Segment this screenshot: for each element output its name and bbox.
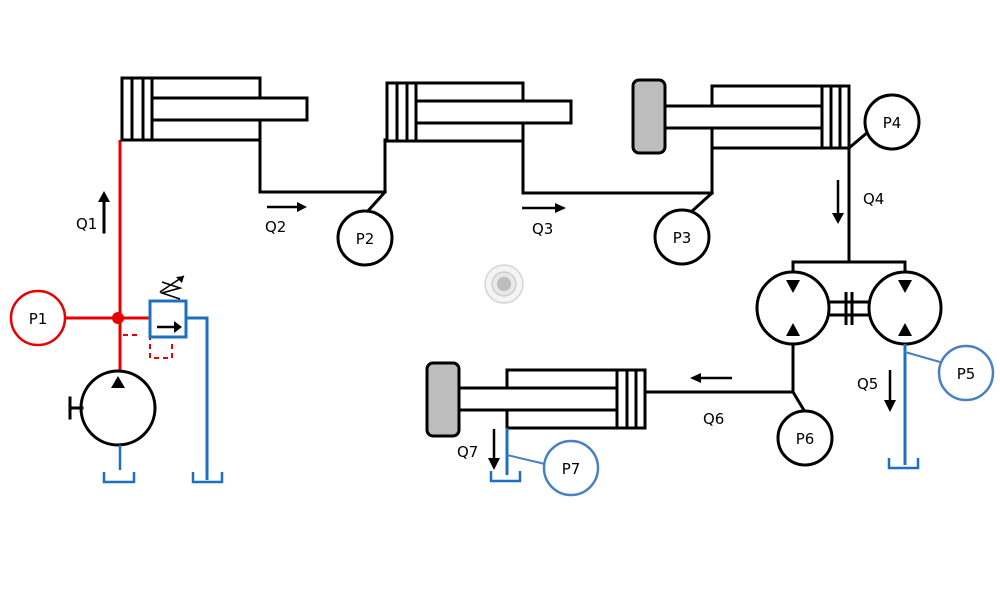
cylinder-2 <box>385 81 573 143</box>
svg-text:P5: P5 <box>957 365 976 383</box>
relief-valve <box>148 275 188 339</box>
cylinder-1 <box>120 76 309 142</box>
svg-text:Q3: Q3 <box>532 220 553 238</box>
shaft-coupling <box>827 292 871 325</box>
flow-q1: Q1 <box>76 191 110 234</box>
line-motor-c4: Q6 <box>643 342 808 428</box>
svg-text:P1: P1 <box>29 310 48 328</box>
svg-text:Q6: Q6 <box>703 410 724 428</box>
svg-text:Q7: Q7 <box>457 443 478 461</box>
rod-end-block <box>425 361 461 438</box>
hydraulic-motor-left <box>755 270 831 346</box>
junction-node <box>112 312 124 324</box>
line-c2-c3: Q3 <box>521 139 715 238</box>
rod-end-block <box>631 78 667 155</box>
gauge-p7: P7 <box>542 439 600 497</box>
svg-text:P7: P7 <box>562 460 581 478</box>
svg-text:Q5: Q5 <box>857 375 878 393</box>
gauge-p1: P1 <box>9 289 67 347</box>
svg-text:P6: P6 <box>796 430 815 448</box>
svg-text:P3: P3 <box>673 229 692 247</box>
pump-symbol <box>68 369 157 447</box>
return-line-right: Q5 <box>857 344 941 470</box>
tank-symbol <box>191 472 224 484</box>
pressure-line <box>64 140 173 375</box>
return-line-left <box>102 316 224 484</box>
gauge-p4: P4 <box>863 93 921 151</box>
svg-text:Q4: Q4 <box>863 190 884 208</box>
return-line-c4: Q7 <box>457 428 546 483</box>
svg-text:Q2: Q2 <box>265 218 286 236</box>
svg-text:P4: P4 <box>883 114 902 132</box>
tank-symbol <box>887 458 920 470</box>
tank-symbol <box>489 471 522 483</box>
gauge-p3: P3 <box>653 208 711 266</box>
tank-symbol <box>102 472 136 484</box>
svg-text:P2: P2 <box>356 230 375 248</box>
hydraulic-motor-right <box>867 270 943 346</box>
line-c3-motors: Q4 <box>791 129 907 282</box>
line-c1-c2: Q2 <box>258 138 388 236</box>
svg-text:Q1: Q1 <box>76 215 97 233</box>
cylinder-3 <box>631 78 851 155</box>
gauge-p5: P5 <box>937 344 995 402</box>
cylinder-4 <box>425 361 647 438</box>
gauge-p6: P6 <box>776 409 834 467</box>
record-button-icon[interactable] <box>484 264 524 304</box>
gauge-p2: P2 <box>336 209 394 267</box>
